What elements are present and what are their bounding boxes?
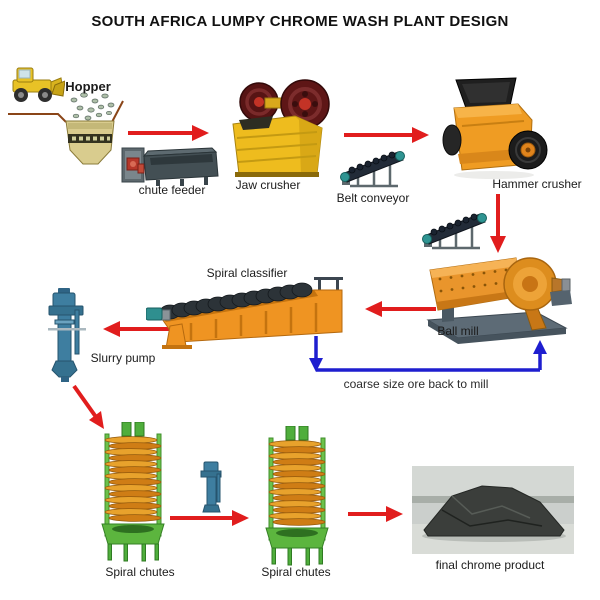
ball-mill-illustration bbox=[426, 257, 572, 344]
hammer-crusher-label: Hammer crusher bbox=[492, 177, 582, 191]
spiral-classifier-label: Spiral classifier bbox=[206, 266, 288, 280]
arrow-classifier-to-slurry-pump bbox=[103, 321, 170, 337]
wheel-loader-illustration bbox=[12, 67, 65, 102]
spiral-chutes-right-illustration bbox=[265, 426, 329, 566]
transfer-pump-illustration bbox=[200, 461, 222, 513]
final-product-label: final chrome product bbox=[435, 558, 545, 572]
recycle-loop-label: coarse size ore back to mill bbox=[343, 377, 489, 391]
hopper-illustration bbox=[8, 92, 124, 165]
jaw-crusher-illustration bbox=[232, 79, 330, 177]
arrow-pump-to-spiral-chutes bbox=[72, 384, 104, 429]
hammer-crusher-illustration bbox=[442, 77, 548, 179]
arrow-hopper-to-jaw-crusher bbox=[128, 125, 209, 141]
hopper-label: Hopper bbox=[65, 79, 111, 94]
chute-feeder-illustration bbox=[121, 147, 219, 186]
spiral-chutes-left-illustration bbox=[101, 422, 165, 562]
chute-feeder-label: chute feeder bbox=[138, 183, 206, 197]
belt-conveyor-illustration bbox=[340, 151, 405, 188]
spiral-classifier-illustration bbox=[146, 277, 343, 349]
ore-rocks bbox=[70, 92, 115, 121]
final-product-photo bbox=[412, 466, 574, 554]
arrow-chutes-to-chutes bbox=[170, 510, 249, 526]
slurry-pump-label: Slurry pump bbox=[90, 351, 156, 365]
recycle-loop-line bbox=[309, 336, 547, 372]
arrow-ball-mill-to-classifier bbox=[365, 301, 436, 317]
ball-mill-label: Ball mill bbox=[437, 324, 479, 338]
spiral-chutes-left-label: Spiral chutes bbox=[105, 565, 175, 579]
page-title: SOUTH AFRICA LUMPY CHROME WASH PLANT DES… bbox=[91, 13, 509, 30]
belt-conveyor-label: Belt conveyor bbox=[336, 191, 410, 205]
arrow-jaw-to-hammer-crusher bbox=[344, 127, 429, 143]
arrow-hammer-to-ball-mill bbox=[490, 194, 506, 253]
arrow-chutes-to-product bbox=[348, 506, 403, 522]
jaw-crusher-label: Jaw crusher bbox=[235, 178, 301, 192]
slurry-pump-illustration bbox=[48, 288, 86, 382]
spiral-chutes-right-label: Spiral chutes bbox=[261, 565, 331, 579]
